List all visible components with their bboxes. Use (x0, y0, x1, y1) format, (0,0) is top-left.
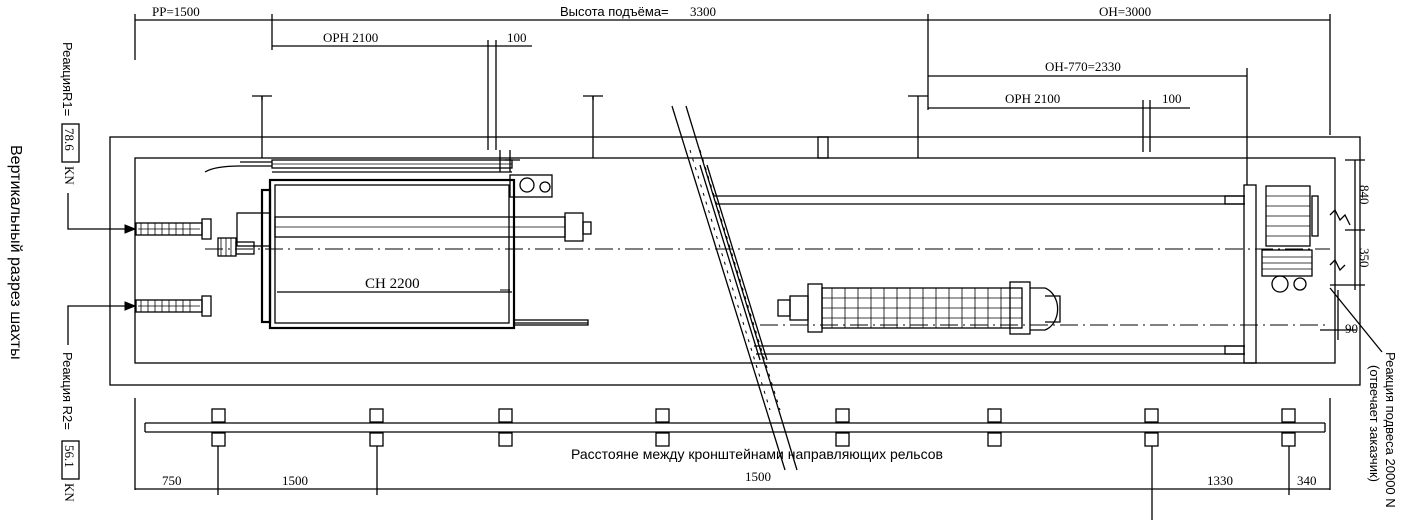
reaction-r1-unit: KN (62, 166, 77, 185)
bottom-dimension-line (135, 446, 1330, 520)
reaction-leaders (67, 193, 137, 345)
drive-machine (1224, 184, 1351, 364)
counterweight-assembly (777, 281, 1061, 335)
dim-b1500b: 1500 (745, 469, 771, 484)
dim-oh-770: ОН-770=2330 (1045, 59, 1121, 74)
right-side-dims (1320, 159, 1383, 353)
drawing-title: Вертикальный разрез шахты (7, 145, 24, 360)
lift-height-value: 3300 (690, 4, 716, 19)
right-rail-channel (714, 195, 1330, 355)
rail-anchor-upper (135, 218, 212, 240)
reaction-r2-unit: KN (62, 483, 77, 502)
dim-350: 350 (1357, 248, 1372, 268)
dim-gap-right: 100 (1162, 91, 1182, 106)
hang-reaction-label: Реакция подвеса 20000 N (1383, 352, 1398, 508)
dim-b340: 340 (1297, 473, 1317, 488)
dim-oh770-lines (928, 68, 1248, 185)
elevator-car (204, 150, 592, 330)
dim-orh-left: ОРН 2100 (323, 30, 378, 45)
dim-ch: СН 2200 (365, 276, 420, 292)
reaction-r2: Реакция R2= 56.1 KN (60, 352, 80, 502)
bottom-rail (134, 398, 1331, 490)
reaction-r1-label: РеакцияR1= (60, 42, 75, 116)
rail-anchor-lower (135, 295, 212, 317)
reaction-r2-box (61, 440, 80, 480)
reaction-r2-label: Реакция R2= (60, 352, 75, 430)
shaft-outline (109, 136, 1361, 386)
ceiling-brackets (252, 95, 928, 159)
dim-orh-right: ОРН 2100 (1005, 91, 1060, 106)
reaction-r1-value: 78.6 (62, 128, 77, 151)
dim-pp: PP=1500 (152, 4, 200, 19)
top-dimension-line (134, 14, 1331, 135)
dim-orh-left-lines (272, 40, 532, 150)
dim-oh: OH=3000 (1099, 4, 1151, 19)
lift-height-label: Высота подъёма= (560, 4, 669, 19)
rail-bracket-caption: Расстояне между кронштейнами направляющи… (571, 446, 943, 462)
rail-brackets (211, 408, 1296, 447)
reaction-r1-box (61, 123, 80, 163)
dim-b750: 750 (162, 473, 182, 488)
dim-90: 90 (1345, 321, 1358, 336)
hang-reaction-sub: (отвечает заказчик) (1367, 365, 1382, 482)
dim-gap-left: 100 (507, 30, 527, 45)
dim-840: 840 (1357, 185, 1372, 205)
reaction-r2-value: 56.1 (62, 445, 77, 468)
dim-b1500a: 1500 (282, 473, 308, 488)
reaction-r1: РеакцияR1= 78.6 KN (60, 42, 80, 185)
break-lines (671, 105, 798, 471)
dim-b1330: 1330 (1207, 473, 1233, 488)
